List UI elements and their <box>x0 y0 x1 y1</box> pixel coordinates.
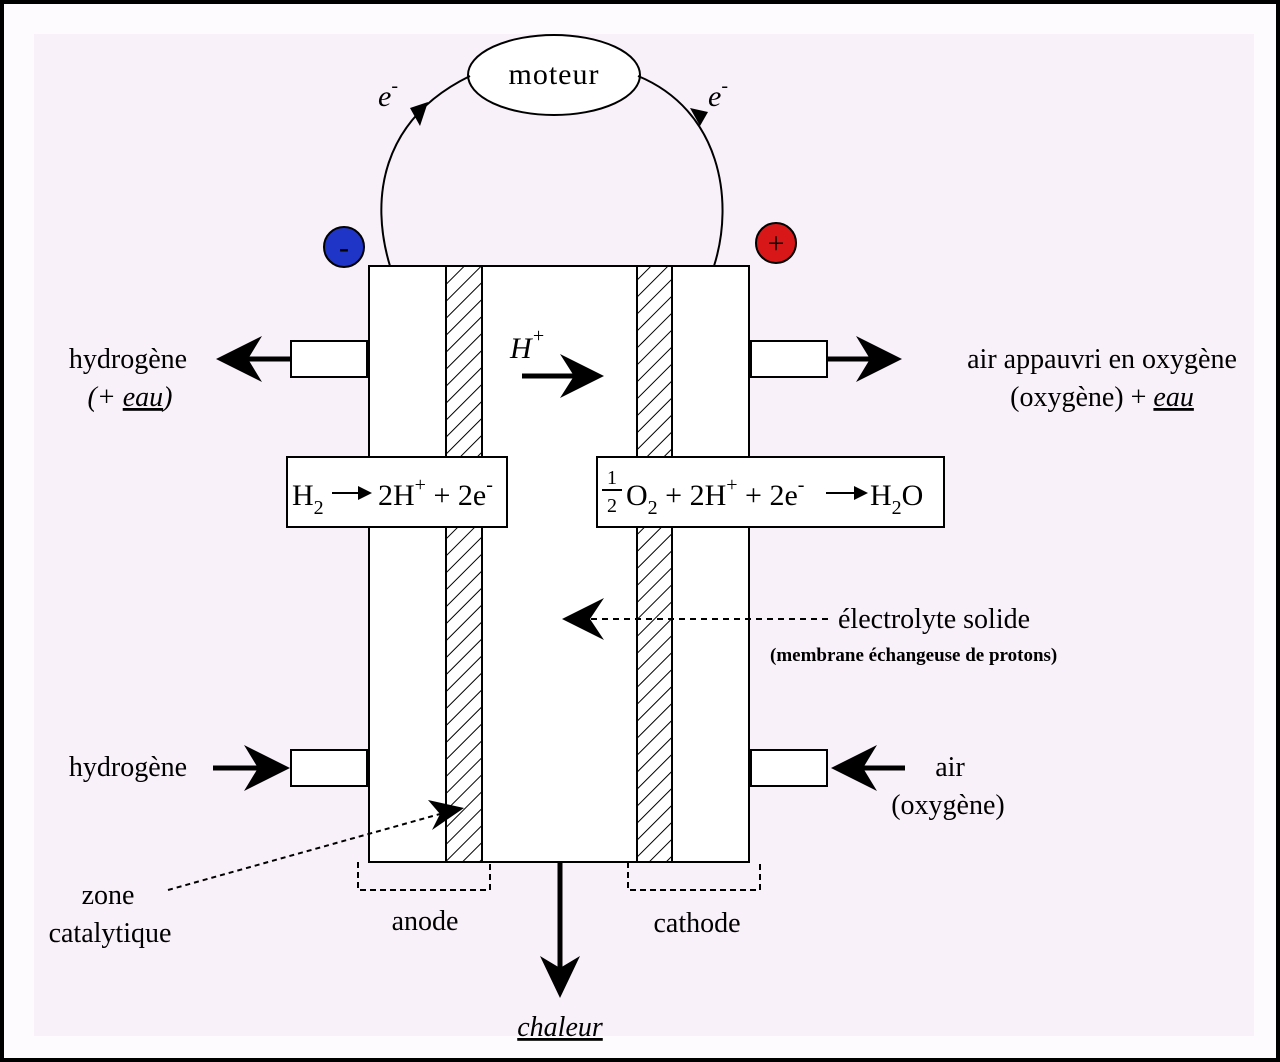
air-outlet-sublabel: (oxygène) + eau <box>1010 382 1194 413</box>
air-inlet-port <box>750 749 828 787</box>
proton-label: H+ <box>509 325 545 365</box>
catalytic-zone-pointer-head <box>428 800 464 830</box>
heat-label: chaleur <box>517 1012 603 1043</box>
hydrogen-outlet-port <box>290 340 368 378</box>
hydrogen-outlet-label: hydrogène <box>69 344 187 375</box>
anode-bracket <box>357 862 491 891</box>
electron-arrow-right <box>690 108 708 126</box>
electron-label-right: e- <box>708 75 728 113</box>
positive-terminal-sign: + <box>768 227 785 260</box>
air-inlet-sublabel: (oxygène) <box>891 790 1005 821</box>
cathode-reaction-half-num: 1 <box>607 467 617 489</box>
cathode-reaction-arrowhead <box>854 486 868 500</box>
air-outlet-port <box>750 340 828 378</box>
motor-ellipse <box>467 34 641 116</box>
circuit-wire-right <box>637 75 724 267</box>
anode-label: anode <box>392 906 459 937</box>
cathode-bracket <box>627 862 761 891</box>
cathode-reaction-reactants: O2 + 2H+ + 2e- <box>626 474 804 519</box>
air-inlet-label: air <box>935 752 965 783</box>
hydrogen-inlet-port <box>290 749 368 787</box>
circuit-wire-left <box>380 75 471 267</box>
proton-arrowhead <box>560 354 604 398</box>
positive-terminal <box>755 222 797 264</box>
air-outlet-arrowhead <box>856 336 902 382</box>
air-inlet-arrowhead <box>831 745 877 791</box>
electron-label-left: e- <box>378 75 398 113</box>
hydrogen-outlet-sublabel: (+ eau) <box>88 382 173 413</box>
hydrogen-inlet-arrowhead <box>244 745 290 791</box>
anode-reaction-arrowhead <box>358 486 372 500</box>
air-outlet-label: air appauvri en oxygène <box>967 344 1237 375</box>
anode-reaction-box <box>286 456 508 528</box>
anode-reaction-h2: H2 <box>292 479 324 519</box>
anode-catalyst-layer <box>445 265 483 863</box>
electrolyte-sublabel: (membrane échangeuse de protons) <box>770 645 1057 666</box>
negative-terminal <box>323 226 365 268</box>
catalytic-zone-label: zone <box>82 880 135 911</box>
electron-arrow-left <box>410 102 428 126</box>
heat-arrowhead <box>540 956 580 998</box>
cathode-catalyst-layer <box>636 265 673 863</box>
catalytic-zone-sublabel: catalytique <box>49 918 172 949</box>
cathode-reaction-half-den: 2 <box>607 495 617 517</box>
cathode-reaction-product: H2O <box>870 479 923 519</box>
negative-terminal-sign: - <box>339 231 349 264</box>
anode-reaction-products: 2H+ + 2e- <box>378 474 493 512</box>
catalytic-zone-pointer <box>167 813 441 891</box>
motor-label: moteur <box>509 58 600 91</box>
hydrogen-inlet-label: hydrogène <box>69 752 187 783</box>
cell-body <box>368 265 750 863</box>
electrolyte-pointer-head <box>562 598 604 640</box>
cathode-reaction-box <box>596 456 945 528</box>
hydrogen-outlet-arrowhead <box>216 336 262 382</box>
electrolyte-label: électrolyte solide <box>838 604 1030 635</box>
cathode-label: cathode <box>653 908 740 939</box>
